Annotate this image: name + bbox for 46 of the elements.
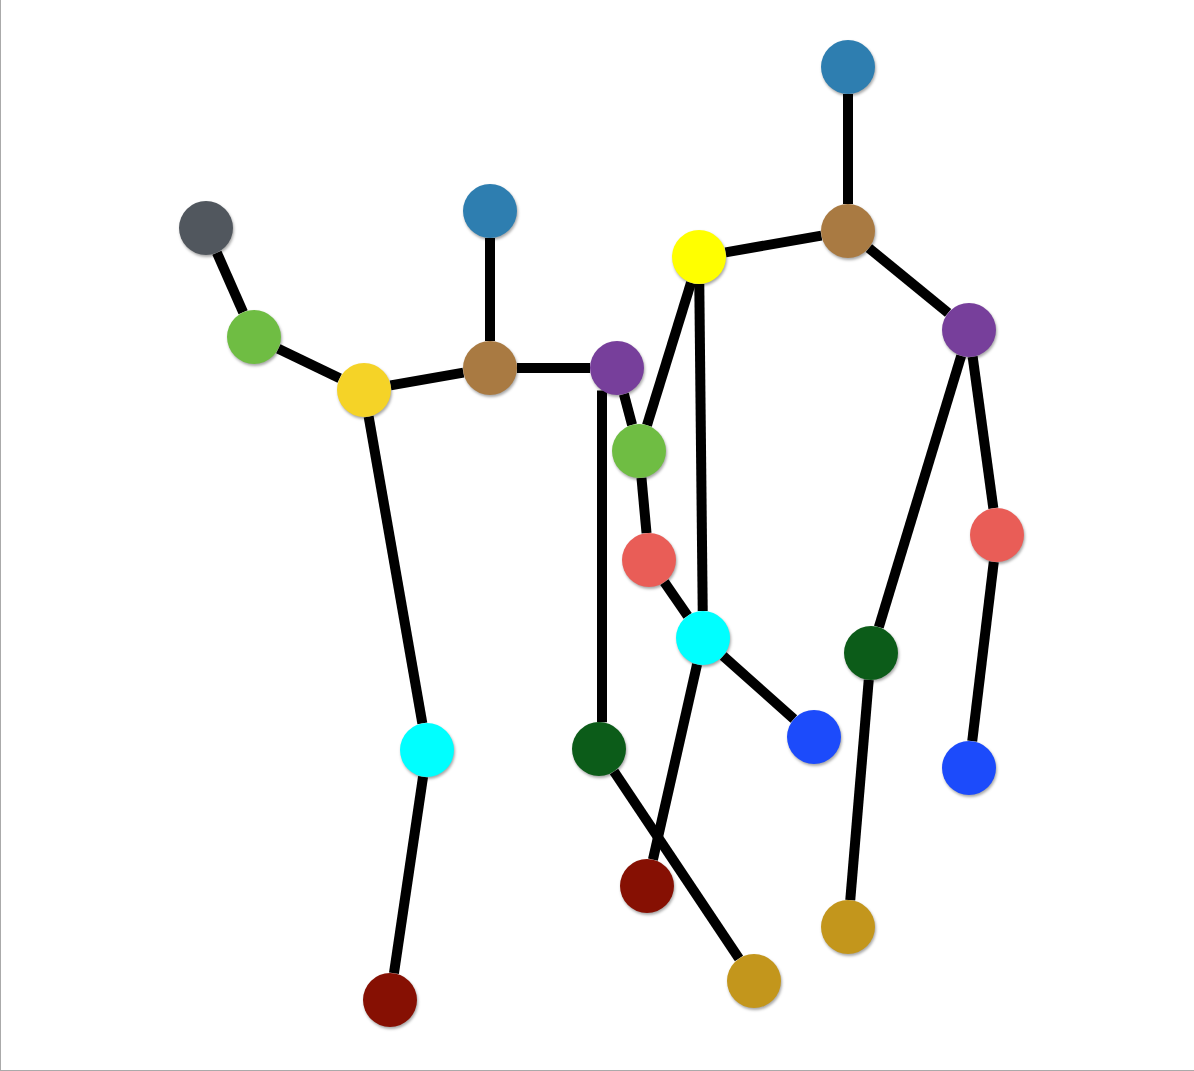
- circle-node: [942, 741, 996, 795]
- connector-line: [609, 768, 744, 962]
- connector-line: [212, 250, 248, 315]
- connector-line: [845, 679, 874, 901]
- connector-line: [694, 283, 708, 612]
- connector-line: [642, 281, 696, 427]
- circle-node: [620, 859, 674, 913]
- circle-node: [227, 310, 281, 364]
- connector-line: [276, 344, 342, 383]
- circle-node: [463, 341, 517, 395]
- circle-node: [821, 40, 875, 94]
- connector-line: [389, 775, 428, 975]
- circle-node: [672, 230, 726, 284]
- connector-line: [719, 652, 798, 723]
- connector-line: [597, 390, 607, 723]
- circle-node: [590, 341, 644, 395]
- circle-node: [463, 184, 517, 238]
- circle-node: [821, 204, 875, 258]
- circle-node: [622, 533, 676, 587]
- connector-line: [967, 356, 999, 509]
- circle-node: [400, 723, 454, 777]
- circle-node: [727, 954, 781, 1008]
- connector-line: [648, 663, 702, 861]
- connector-line: [865, 244, 952, 317]
- connector-line: [363, 415, 428, 725]
- connector-line: [843, 94, 853, 204]
- circle-node: [844, 626, 898, 680]
- circle-node: [612, 424, 666, 478]
- connector-line: [967, 561, 999, 742]
- circle-node: [942, 303, 996, 357]
- circle-node: [179, 201, 233, 255]
- circle-node: [337, 363, 391, 417]
- connector-line: [724, 230, 823, 258]
- connector-line: [619, 392, 637, 427]
- connector-line: [874, 354, 966, 629]
- circle-node: [676, 611, 730, 665]
- circle-node: [787, 710, 841, 764]
- connector-line: [660, 579, 692, 619]
- connector-line: [485, 238, 495, 341]
- circle-node: [970, 508, 1024, 562]
- circle-node: [572, 722, 626, 776]
- connector-line: [517, 363, 590, 373]
- connector-line: [389, 367, 465, 391]
- connector-line: [636, 477, 652, 534]
- circle-node: [821, 900, 875, 954]
- circle-node: [363, 973, 417, 1027]
